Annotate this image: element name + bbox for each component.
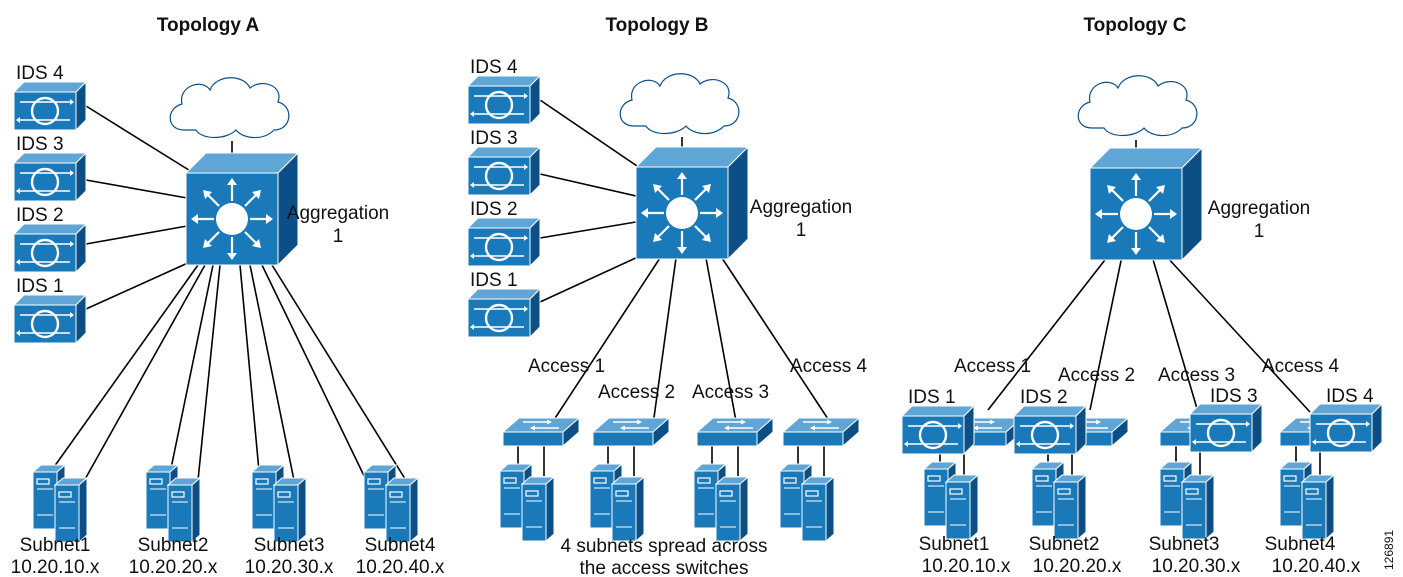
access3-switch-icon: [696, 417, 774, 447]
subnet4-name: Subnet4: [365, 535, 436, 556]
topology-b-server-links: [517, 444, 825, 476]
subnet1-servers-icon: [33, 465, 87, 542]
subnet2-servers-icon: [1032, 462, 1086, 539]
subnet2-name: Subnet2: [1029, 534, 1100, 555]
subnet3-network: 10.20.30.x: [1152, 556, 1241, 577]
subnet4-network: 10.20.40.x: [356, 557, 445, 577]
ids1-sensor-icon: [12, 293, 88, 345]
topology-b-title: Topology B: [605, 15, 708, 36]
access4-servers-icon: [780, 464, 834, 541]
aggregation-number: 1: [796, 220, 807, 241]
ids1-sensor-icon: [900, 404, 976, 456]
internet-cloud-icon: [619, 73, 740, 135]
aggregation-switch-icon: [1088, 146, 1204, 262]
access2-servers-icon: [590, 464, 644, 541]
subnet1-servers-icon: [924, 462, 978, 539]
ids4-label: IDS 4: [470, 57, 518, 78]
ids3-label: IDS 3: [16, 134, 64, 155]
access3-label: Access 3: [1158, 365, 1235, 386]
ids2-sensor-icon: [466, 216, 542, 268]
ids3-label: IDS 3: [470, 128, 518, 149]
ids2-label: IDS 2: [470, 199, 518, 220]
access3-label: Access 3: [692, 382, 769, 403]
subnet3-name: Subnet3: [254, 535, 325, 556]
subnet1-name: Subnet1: [20, 535, 91, 556]
topology-a-links: [43, 105, 413, 491]
subnet3-network: 10.20.30.x: [245, 557, 334, 577]
access1-label: Access 1: [528, 356, 605, 377]
topology-c-server-links: [939, 446, 1321, 478]
subnet4-network: 10.20.40.x: [1272, 556, 1361, 577]
access1-servers-icon: [500, 464, 554, 541]
access2-switch-icon: [592, 417, 670, 447]
ids4-sensor-icon: [12, 80, 88, 132]
internet-cloud-icon: [169, 77, 290, 139]
ids2-sensor-icon: [1012, 404, 1088, 456]
ids1-label: IDS 1: [908, 387, 956, 408]
ids2-label: IDS 2: [1020, 387, 1068, 408]
subnet4-servers-icon: [364, 465, 418, 542]
ids3-sensor-icon: [12, 151, 88, 203]
ids4-label: IDS 4: [16, 63, 64, 84]
aggregation-switch-icon: [184, 151, 300, 267]
ids1-sensor-icon: [466, 287, 542, 339]
subnet2-network: 10.20.20.x: [129, 557, 218, 577]
access1-switch-icon: [502, 417, 580, 447]
topology-b: Topology B Aggregation 1 IDS 4 IDS 3 IDS…: [466, 15, 868, 577]
topology-c-title: Topology C: [1083, 15, 1186, 36]
ids2-sensor-icon: [12, 222, 88, 274]
ids3-sensor-icon: [1188, 402, 1264, 454]
subnet4-name: Subnet4: [1265, 534, 1336, 555]
topology-c: Topology C Aggregation 1 Access 1 Access…: [900, 15, 1384, 577]
ids1-label: IDS 1: [16, 276, 64, 297]
topology-a: Topology A Aggregation 1 IDS 4 IDS 3 IDS…: [11, 15, 445, 577]
aggregation-label: Aggregation: [1208, 198, 1310, 219]
aggregation-number: 1: [333, 226, 344, 247]
access2-label: Access 2: [1058, 365, 1135, 386]
subnet2-servers-icon: [146, 465, 200, 542]
ids4-sensor-icon: [466, 74, 542, 126]
ids4-sensor-icon: [1308, 402, 1384, 454]
subnet3-name: Subnet3: [1149, 534, 1220, 555]
subnet-note-line1: 4 subnets spread across: [560, 536, 767, 557]
subnet4-servers-icon: [1280, 462, 1334, 539]
access2-label: Access 2: [598, 382, 675, 403]
subnet-note-line2: the access switches: [580, 558, 749, 577]
subnet1-network: 10.20.10.x: [922, 556, 1011, 577]
ids2-label: IDS 2: [16, 205, 64, 226]
subnet3-servers-icon: [1160, 462, 1214, 539]
subnet1-network: 10.20.10.x: [11, 557, 100, 577]
aggregation-label: Aggregation: [750, 197, 852, 218]
access4-switch-icon: [782, 417, 860, 447]
subnet2-network: 10.20.20.x: [1033, 556, 1122, 577]
subnet1-name: Subnet1: [919, 534, 990, 555]
access4-label: Access 4: [1262, 356, 1340, 377]
access1-label: Access 1: [954, 356, 1031, 377]
aggregation-number: 1: [1254, 221, 1265, 242]
figure-id: 126891: [1382, 530, 1396, 570]
ids3-label: IDS 3: [1210, 386, 1258, 407]
subnet3-servers-icon: [252, 465, 306, 542]
ids3-sensor-icon: [466, 145, 542, 197]
aggregation-label: Aggregation: [287, 203, 389, 224]
topology-a-title: Topology A: [157, 15, 260, 36]
ids4-label: IDS 4: [1326, 386, 1374, 407]
aggregation-switch-icon: [634, 145, 750, 261]
subnet2-name: Subnet2: [138, 535, 209, 556]
ids1-label: IDS 1: [470, 270, 518, 291]
access3-servers-icon: [694, 464, 748, 541]
internet-cloud-icon: [1077, 75, 1198, 137]
access4-label: Access 4: [790, 356, 868, 377]
